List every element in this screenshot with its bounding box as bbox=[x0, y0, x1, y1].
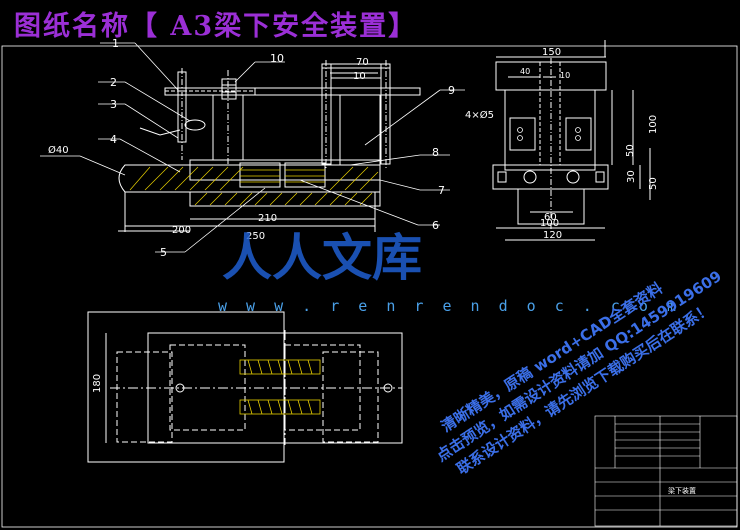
bottom-plate bbox=[189, 191, 381, 207]
watermark: 人人文库 w w w . r e n r e n d o c . c o m bbox=[218, 228, 681, 315]
top-rail bbox=[254, 87, 421, 96]
promo-text: 清晰精美，原稿 word+CAD全套资料 点击预览，如需设计资料请加 QQ:14… bbox=[433, 267, 725, 478]
spring-2 bbox=[284, 162, 326, 188]
part-label-6: 6 bbox=[432, 219, 439, 232]
dim-210: 210 bbox=[258, 213, 277, 224]
top-view bbox=[87, 311, 403, 463]
title-block bbox=[594, 415, 738, 527]
part-label-3: 3 bbox=[110, 98, 117, 111]
dim-10: 10 bbox=[353, 71, 366, 82]
part-number-labels: 1 2 3 4 5 6 7 8 9 10 bbox=[110, 37, 455, 259]
dim-d40: Ø40 bbox=[48, 144, 69, 156]
handle bbox=[139, 127, 181, 136]
side-block-right bbox=[565, 117, 592, 151]
top-springs bbox=[239, 359, 321, 415]
dim-side-30: 30 bbox=[626, 170, 637, 183]
watermark-site: w w w . r e n r e n d o c . c o m bbox=[218, 297, 681, 315]
leader-lines bbox=[40, 42, 465, 253]
front-view bbox=[118, 60, 421, 232]
part-label-9: 9 bbox=[448, 84, 455, 97]
top-outline bbox=[87, 311, 285, 463]
part-label-10: 10 bbox=[270, 52, 284, 65]
dim-200: 200 bbox=[172, 225, 191, 236]
beam-base bbox=[118, 164, 381, 193]
dim-side-50b: 50 bbox=[648, 177, 659, 190]
part-label-4: 4 bbox=[110, 133, 117, 146]
title-block-part-name: 梁下装置 bbox=[668, 486, 696, 495]
side-view bbox=[492, 40, 651, 241]
side-block-left bbox=[509, 117, 536, 151]
part-label-5: 5 bbox=[160, 246, 167, 259]
dim-side-10: 10 bbox=[560, 71, 570, 80]
dim-side-100h: 100 bbox=[540, 218, 559, 229]
dim-side-60: 60 bbox=[544, 212, 557, 223]
dimension-labels: Ø40 200 210 250 70 10 150 40 10 4×Ø5 100… bbox=[48, 47, 659, 393]
dim-250: 250 bbox=[246, 231, 265, 242]
beam-hatch bbox=[129, 166, 379, 191]
part-label-7: 7 bbox=[438, 184, 445, 197]
side-body bbox=[504, 89, 596, 171]
drawing-title: 图纸名称【 A3梁下安全装置】 bbox=[14, 11, 418, 42]
dim-70: 70 bbox=[356, 57, 369, 68]
dim-side-40: 40 bbox=[520, 67, 530, 76]
dim-side-120: 120 bbox=[543, 230, 562, 241]
dim-side-50a: 50 bbox=[625, 144, 636, 157]
dim-side-100v: 100 bbox=[648, 115, 659, 134]
cam-knob bbox=[184, 119, 206, 131]
dim-hole-spec: 4×Ø5 bbox=[465, 109, 494, 121]
side-holes bbox=[517, 127, 581, 141]
watermark-brand: 人人文库 bbox=[222, 228, 422, 287]
dim-150: 150 bbox=[542, 47, 561, 58]
part-label-8: 8 bbox=[432, 146, 439, 159]
part-label-1: 1 bbox=[112, 37, 119, 50]
dim-top-180: 180 bbox=[92, 374, 103, 393]
part-label-2: 2 bbox=[110, 76, 117, 89]
sheet-border bbox=[1, 45, 738, 528]
spring-1 bbox=[239, 162, 281, 188]
body-block bbox=[339, 94, 381, 166]
